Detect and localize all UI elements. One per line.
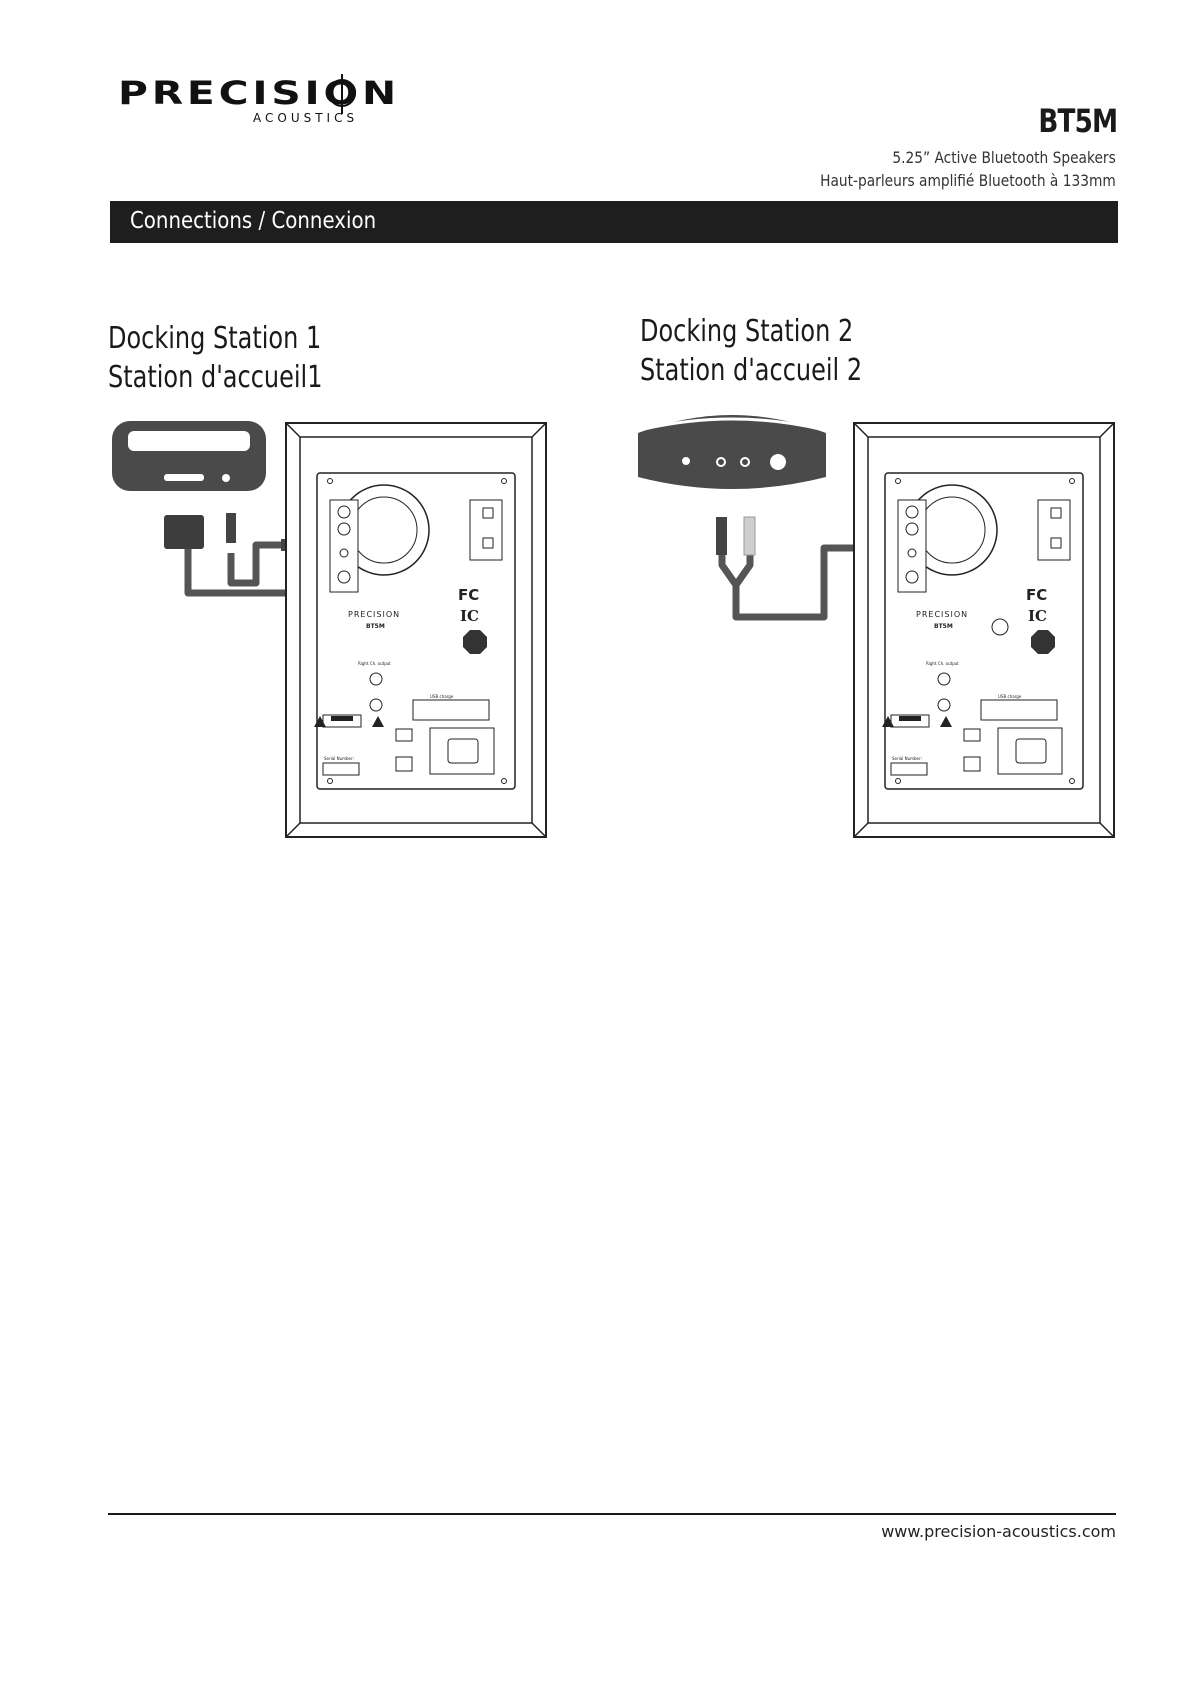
heading-french: Station d'accueil 2: [640, 353, 863, 388]
rca-plug-red: [743, 516, 756, 556]
subtitle-french: Haut-parleurs amplifié Bluetooth à 133mm: [820, 171, 1116, 190]
right-channel-label: Right Ch. output: [358, 661, 391, 666]
serial-number-label: Serial Number:: [892, 756, 922, 761]
panel-brand: PRECISION: [916, 610, 968, 619]
brand-logo: PRECISION ACOUSTICS: [118, 74, 400, 124]
speaker-rear-panel-1: FC IC PRECISION BT5M Right Ch. output US…: [285, 422, 547, 838]
connection-diagram-1: FC IC PRECISION BT5M Right Ch. output US…: [112, 421, 547, 838]
svg-text:FC: FC: [1026, 586, 1047, 604]
usb-charge-label: USB charge: [430, 694, 454, 699]
docking-station-2-heading: Docking Station 2 Station d'accueil 2: [640, 312, 862, 390]
website-link[interactable]: www.precision-acoustics.com: [881, 1522, 1116, 1541]
logo-subtitle: ACOUSTICS: [253, 111, 358, 124]
logo-wordmark: PRECISION: [118, 74, 400, 112]
heading-english: Docking Station 1: [108, 321, 322, 356]
svg-text:IC: IC: [1028, 607, 1047, 625]
docking-station-1-device: [112, 421, 266, 491]
speaker-rear-panel-2: FC IC PRECISION BT5M Right Ch. output US…: [853, 422, 1115, 838]
svg-text:FC: FC: [458, 586, 479, 604]
panel-model: BT5M: [934, 623, 953, 630]
footer-divider: [108, 1513, 1116, 1515]
rca-plug-white: [716, 517, 727, 555]
model-title: BT5M: [1038, 102, 1118, 140]
panel-brand: PRECISION: [348, 610, 400, 619]
connection-diagram-2: FC IC PRECISION BT5M Right Ch. output US…: [638, 415, 1115, 838]
usb-charge-label: USB charge: [998, 694, 1022, 699]
panel-model: BT5M: [366, 623, 385, 630]
heading-english: Docking Station 2: [640, 314, 854, 349]
svg-text:IC: IC: [460, 607, 479, 625]
banner-title: Connections / Connexion: [130, 208, 377, 234]
docking-station-1-heading: Docking Station 1 Station d'accueil1: [108, 319, 322, 397]
subtitle-english: 5.25” Active Bluetooth Speakers: [892, 148, 1116, 167]
right-channel-label: Right Ch. output: [926, 661, 959, 666]
dock-connector-plug: [164, 515, 204, 549]
section-banner: Connections / Connexion: [110, 201, 1118, 243]
audio-plug-1: [226, 513, 236, 543]
heading-french: Station d'accueil1: [108, 360, 323, 395]
cable-set-2: [718, 544, 864, 621]
serial-number-label: Serial Number:: [324, 756, 354, 761]
docking-station-2-device: [638, 415, 826, 489]
